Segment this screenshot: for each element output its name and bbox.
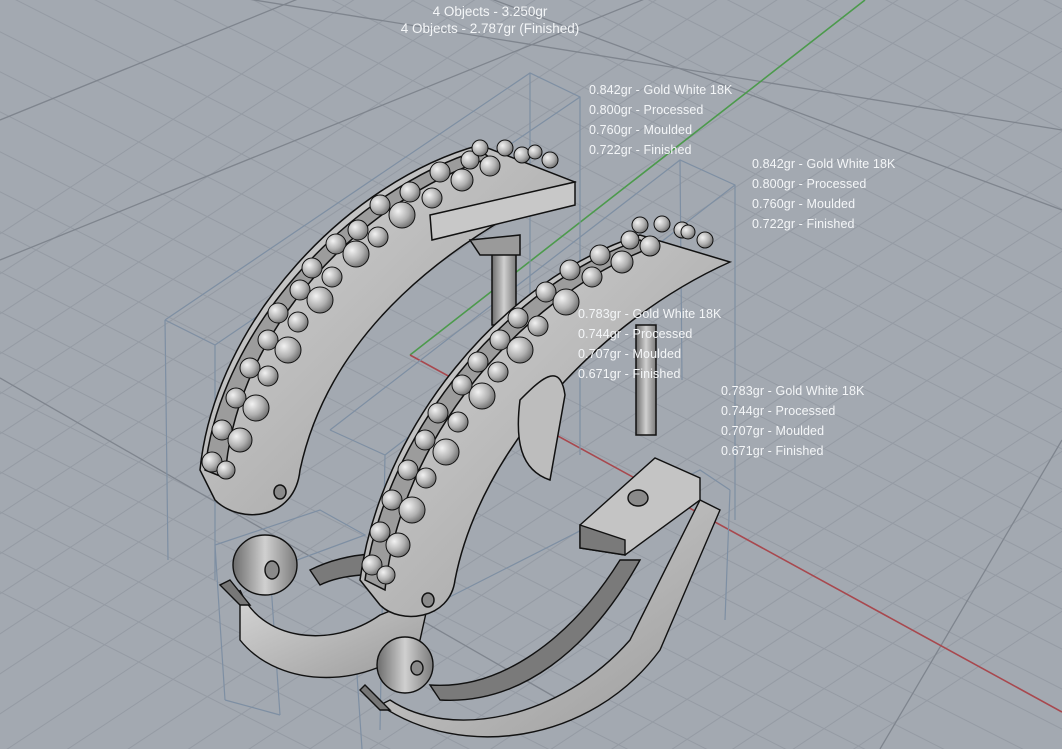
y-axis-line (409, 0, 866, 356)
material-weight: 0.842gr - Gold White 18K (589, 83, 733, 97)
earring-right-lower-part (359, 457, 721, 738)
earring-left-main-arc (199, 139, 577, 516)
moulded-weight: 0.760gr - Moulded (752, 197, 856, 211)
summary-total-weight: 4 Objects - 3.250gr (432, 4, 548, 19)
gem-row-right (361, 215, 714, 585)
earring-right-main-arc (359, 215, 733, 618)
processed-weight: 0.744gr - Processed (578, 327, 693, 341)
processed-weight: 0.744gr - Processed (721, 404, 836, 418)
processed-weight: 0.800gr - Processed (752, 177, 867, 191)
material-weight: 0.783gr - Gold White 18K (721, 384, 865, 398)
object-4-weight-annotation: 0.783gr - Gold White 18K 0.744gr - Proce… (721, 381, 864, 461)
material-weight: 0.842gr - Gold White 18K (752, 157, 896, 171)
object-1-weight-annotation: 0.842gr - Gold White 18K 0.800gr - Proce… (589, 80, 732, 160)
material-weight: 0.783gr - Gold White 18K (578, 307, 722, 321)
finished-weight: 0.671gr - Finished (578, 367, 681, 381)
finished-weight: 0.722gr - Finished (752, 217, 855, 231)
processed-weight: 0.800gr - Processed (589, 103, 704, 117)
moulded-weight: 0.707gr - Moulded (578, 347, 682, 361)
object-2-weight-annotation: 0.842gr - Gold White 18K 0.800gr - Proce… (752, 154, 895, 234)
object-3-weight-annotation: 0.783gr - Gold White 18K 0.744gr - Proce… (578, 304, 721, 384)
gem-row-left (201, 139, 559, 480)
selection-summary: 4 Objects - 3.250gr 4 Objects - 2.787gr … (0, 3, 980, 37)
moulded-weight: 0.760gr - Moulded (589, 123, 693, 137)
moulded-weight: 0.707gr - Moulded (721, 424, 825, 438)
finished-weight: 0.722gr - Finished (589, 143, 692, 157)
finished-weight: 0.671gr - Finished (721, 444, 824, 458)
summary-finished-weight: 4 Objects - 2.787gr (Finished) (400, 21, 580, 36)
